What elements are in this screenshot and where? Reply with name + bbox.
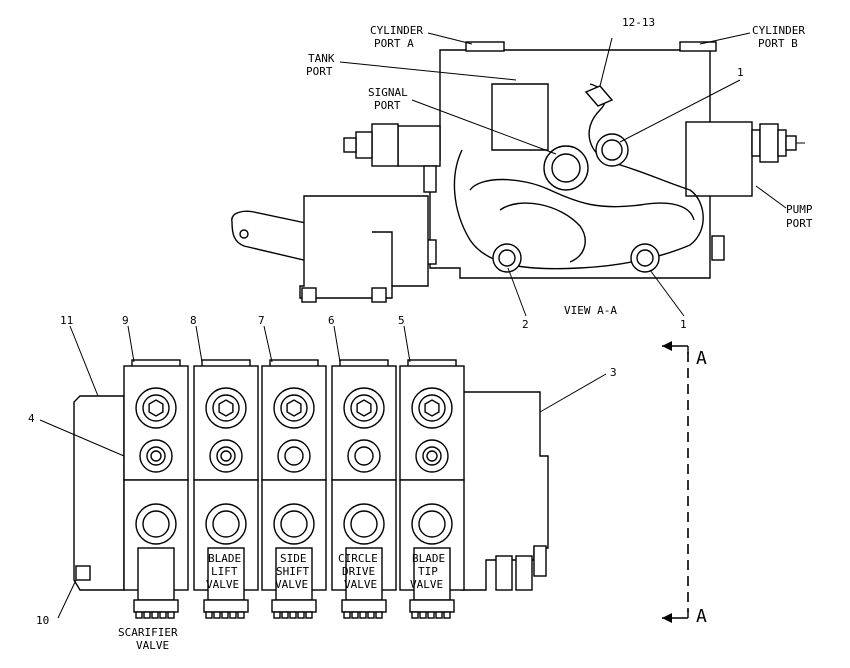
label-item-4: 4 xyxy=(28,412,35,425)
valve-section-6 xyxy=(331,359,397,619)
label-item-12-13: 12-13 xyxy=(622,16,655,29)
label-cylinder-port-a-line1: CYLINDER xyxy=(370,24,423,37)
valve-section-5 xyxy=(399,359,465,619)
side-shift-valve-label-line3: VALVE xyxy=(275,578,308,591)
section-mark-bottom: A xyxy=(696,606,707,627)
blade-tip-valve-label-line2: TIP xyxy=(418,565,438,578)
blade-lift-valve-label-line3: VALVE xyxy=(206,578,239,591)
side-shift-valve-label-line1: SIDE xyxy=(280,552,307,565)
label-item-1-top: 1 xyxy=(737,66,744,79)
blade-tip-valve-label-line3: VALVE xyxy=(410,578,443,591)
valve-section-9 xyxy=(123,359,189,619)
label-item-11: 11 xyxy=(60,314,73,327)
valve-bank-drawing xyxy=(73,359,549,619)
circle-drive-valve-label-line2: DRIVE xyxy=(342,565,375,578)
valve-sections xyxy=(123,359,465,619)
label-pump-port-line2: PORT xyxy=(786,217,813,230)
circle-drive-valve-label-line3: VALVE xyxy=(344,578,377,591)
valve-name-labels: SCARIFIER VALVE BLADE LIFT VALVE SIDE SH… xyxy=(118,552,445,652)
label-signal-port-line1: SIGNAL xyxy=(368,86,408,99)
section-mark-top: A xyxy=(696,348,707,369)
blade-tip-valve-label-line1: BLADE xyxy=(412,552,445,565)
view-a-a-drawing xyxy=(231,37,805,303)
label-item-8: 8 xyxy=(190,314,197,327)
label-tank-port-line2: PORT xyxy=(306,65,333,78)
valve-section-8 xyxy=(193,359,259,619)
label-item-2: 2 xyxy=(522,318,529,331)
scarifier-valve-label-line2: VALVE xyxy=(136,639,169,652)
scarifier-valve-label-line1: SCARIFIER xyxy=(118,626,178,639)
label-cylinder-port-a-line2: PORT A xyxy=(374,37,414,50)
circle-drive-valve-label-line1: CIRCLE xyxy=(338,552,378,565)
label-cylinder-port-b-line1: CYLINDER xyxy=(752,24,805,37)
label-tank-port-line1: TANK xyxy=(308,52,335,65)
label-item-3: 3 xyxy=(610,366,617,379)
label-signal-port-line2: PORT xyxy=(374,99,401,112)
label-cylinder-port-b-line2: PORT B xyxy=(758,37,798,50)
label-pump-port-line1: PUMP xyxy=(786,203,813,216)
valve-section-7 xyxy=(261,359,327,619)
label-item-10: 10 xyxy=(36,614,49,627)
label-item-7: 7 xyxy=(258,314,265,327)
callout-labels: CYLINDER PORT A 12-13 CYLINDER PORT B TA… xyxy=(28,16,813,627)
side-shift-valve-label-line2: SHIFT xyxy=(276,565,309,578)
label-item-9: 9 xyxy=(122,314,129,327)
label-item-1-bottom: 1 xyxy=(680,318,687,331)
blade-lift-valve-label-line2: LIFT xyxy=(211,565,238,578)
section-line-a-a: A A xyxy=(662,341,707,627)
leader-lines xyxy=(39,32,787,619)
label-item-5: 5 xyxy=(398,314,405,327)
label-view-a-a: VIEW A-A xyxy=(564,304,617,317)
label-item-6: 6 xyxy=(328,314,335,327)
blade-lift-valve-label-line1: BLADE xyxy=(208,552,241,565)
